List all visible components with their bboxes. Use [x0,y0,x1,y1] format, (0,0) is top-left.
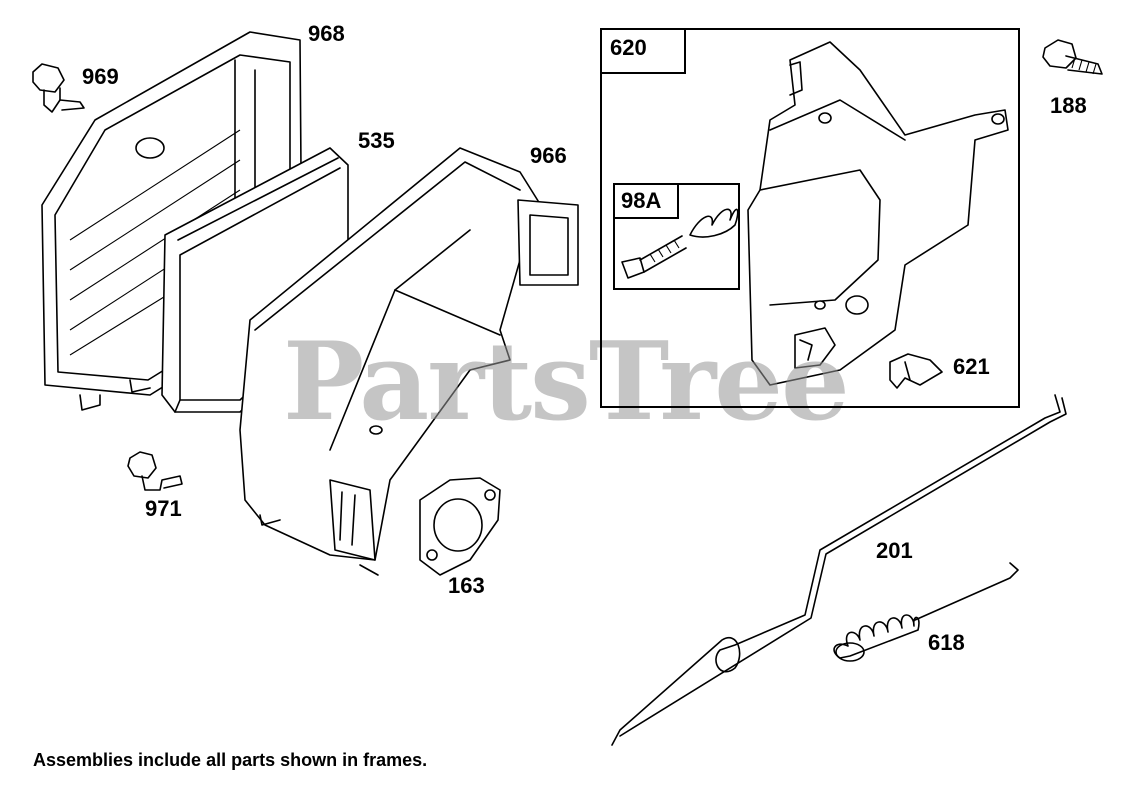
part-621-clip[interactable] [889,353,943,389]
label-201: 201 [876,538,913,563]
part-98a-screw-spring[interactable] [621,208,739,279]
part-971-bolt[interactable] [127,451,183,491]
label-535: 535 [358,128,395,153]
label-968: 968 [308,21,345,46]
label-969: 969 [82,64,119,89]
assembly-frame-98a: 98A [613,183,740,290]
label-618: 618 [928,630,965,655]
label-188: 188 [1050,93,1087,118]
label-971: 971 [145,496,182,521]
label-966: 966 [530,143,567,168]
frame-label-98a: 98A [613,183,679,219]
label-163: 163 [448,573,485,598]
part-969-bolt[interactable] [32,63,85,113]
frame-label-620: 620 [600,28,686,74]
part-188-bolt[interactable] [1042,39,1103,75]
part-163-gasket[interactable] [419,477,501,576]
part-620-control-bracket[interactable] [747,41,1009,386]
part-618-spring[interactable] [833,562,1019,662]
label-621: 621 [953,354,990,379]
part-201-link-rod[interactable] [611,394,1067,746]
part-966-air-cleaner-housing[interactable] [239,147,579,576]
assembly-frame-620: 620 [600,28,1020,408]
footer-note: Assemblies include all parts shown in fr… [33,750,428,770]
